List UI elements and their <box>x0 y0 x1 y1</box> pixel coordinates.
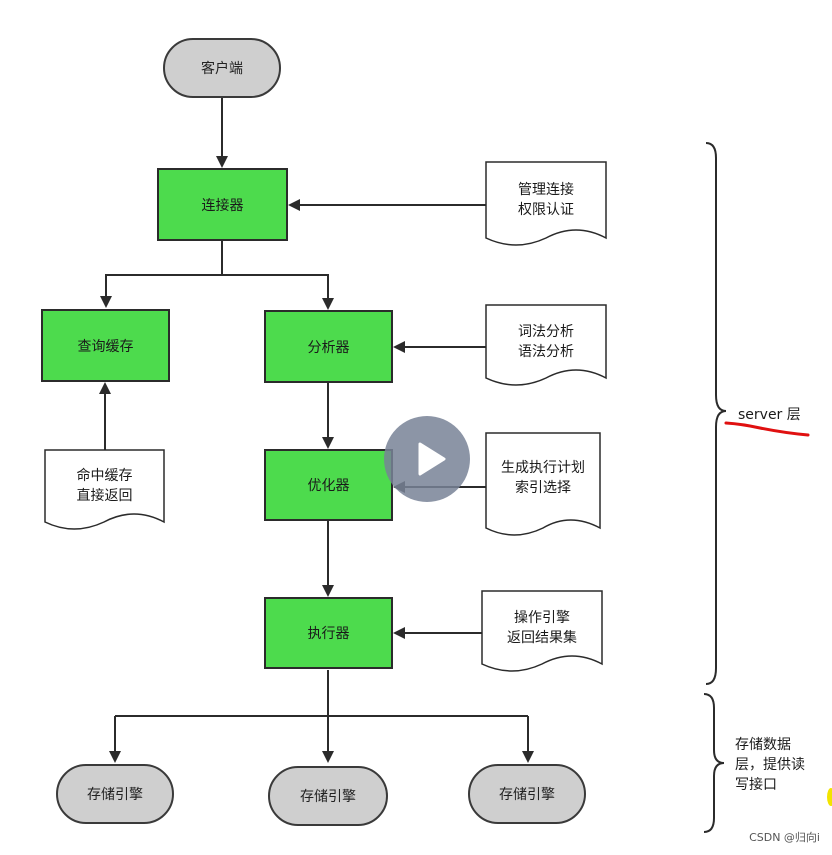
note-optimizer-line-2: 索引选择 <box>515 480 571 496</box>
note-cache-line-1: 命中缓存 <box>76 468 133 484</box>
note-cache-line-2: 直接返回 <box>76 488 133 504</box>
note-executor-line-1: 操作引擎 <box>514 610 570 626</box>
node-storage-engine-2: 存储引擎 <box>268 766 388 826</box>
node-query-cache: 查询缓存 <box>41 309 170 382</box>
line-split-analyzer <box>222 274 334 310</box>
doc-shape-analyzer-note <box>485 304 607 386</box>
note-executor-line-2: 返回结果集 <box>507 630 577 646</box>
note-connector-line-1: 管理连接 <box>518 182 574 198</box>
label-storage-layer: 存储数据 层，提供读 写接口 <box>735 735 805 795</box>
note-executor: 操作引擎 返回结果集 <box>482 604 602 652</box>
video-play-button[interactable] <box>384 416 470 502</box>
note-optimizer-line-1: 生成执行计划 <box>501 460 585 476</box>
note-connector-line-2: 权限认证 <box>518 202 574 218</box>
note-cache: 命中缓存 直接返回 <box>45 462 164 510</box>
brace-server-layer <box>705 142 727 685</box>
note-analyzer-line-2: 语法分析 <box>518 344 574 360</box>
note-connector: 管理连接 权限认证 <box>486 176 606 224</box>
doc-shape-optimizer-note <box>485 432 601 536</box>
node-executor: 执行器 <box>264 597 393 669</box>
doc-shape-connector-note <box>485 161 607 246</box>
note-optimizer: 生成执行计划 索引选择 <box>486 452 600 504</box>
doc-shape-cache-note <box>44 449 165 530</box>
label-storage-line-3: 写接口 <box>735 777 777 793</box>
node-storage-engine-1: 存储引擎 <box>56 764 174 824</box>
node-client: 客户端 <box>163 38 281 98</box>
node-connector: 连接器 <box>157 168 288 241</box>
label-storage-line-2: 层，提供读 <box>735 757 805 773</box>
play-icon <box>418 442 446 476</box>
label-storage-line-1: 存储数据 <box>735 737 791 753</box>
note-analyzer: 词法分析 语法分析 <box>486 318 606 366</box>
watermark: CSDN @归向i <box>749 831 820 844</box>
node-storage-engine-3: 存储引擎 <box>468 764 586 824</box>
doc-shape-executor-note <box>481 590 603 672</box>
red-underline-annotation <box>724 421 810 437</box>
line-connector-split <box>100 240 223 308</box>
label-server-layer: server 层 <box>738 407 801 423</box>
note-analyzer-line-1: 词法分析 <box>518 324 574 340</box>
yellow-mark <box>827 788 832 806</box>
node-optimizer: 优化器 <box>264 449 393 521</box>
node-analyzer: 分析器 <box>264 310 393 383</box>
brace-storage-layer <box>703 693 725 833</box>
